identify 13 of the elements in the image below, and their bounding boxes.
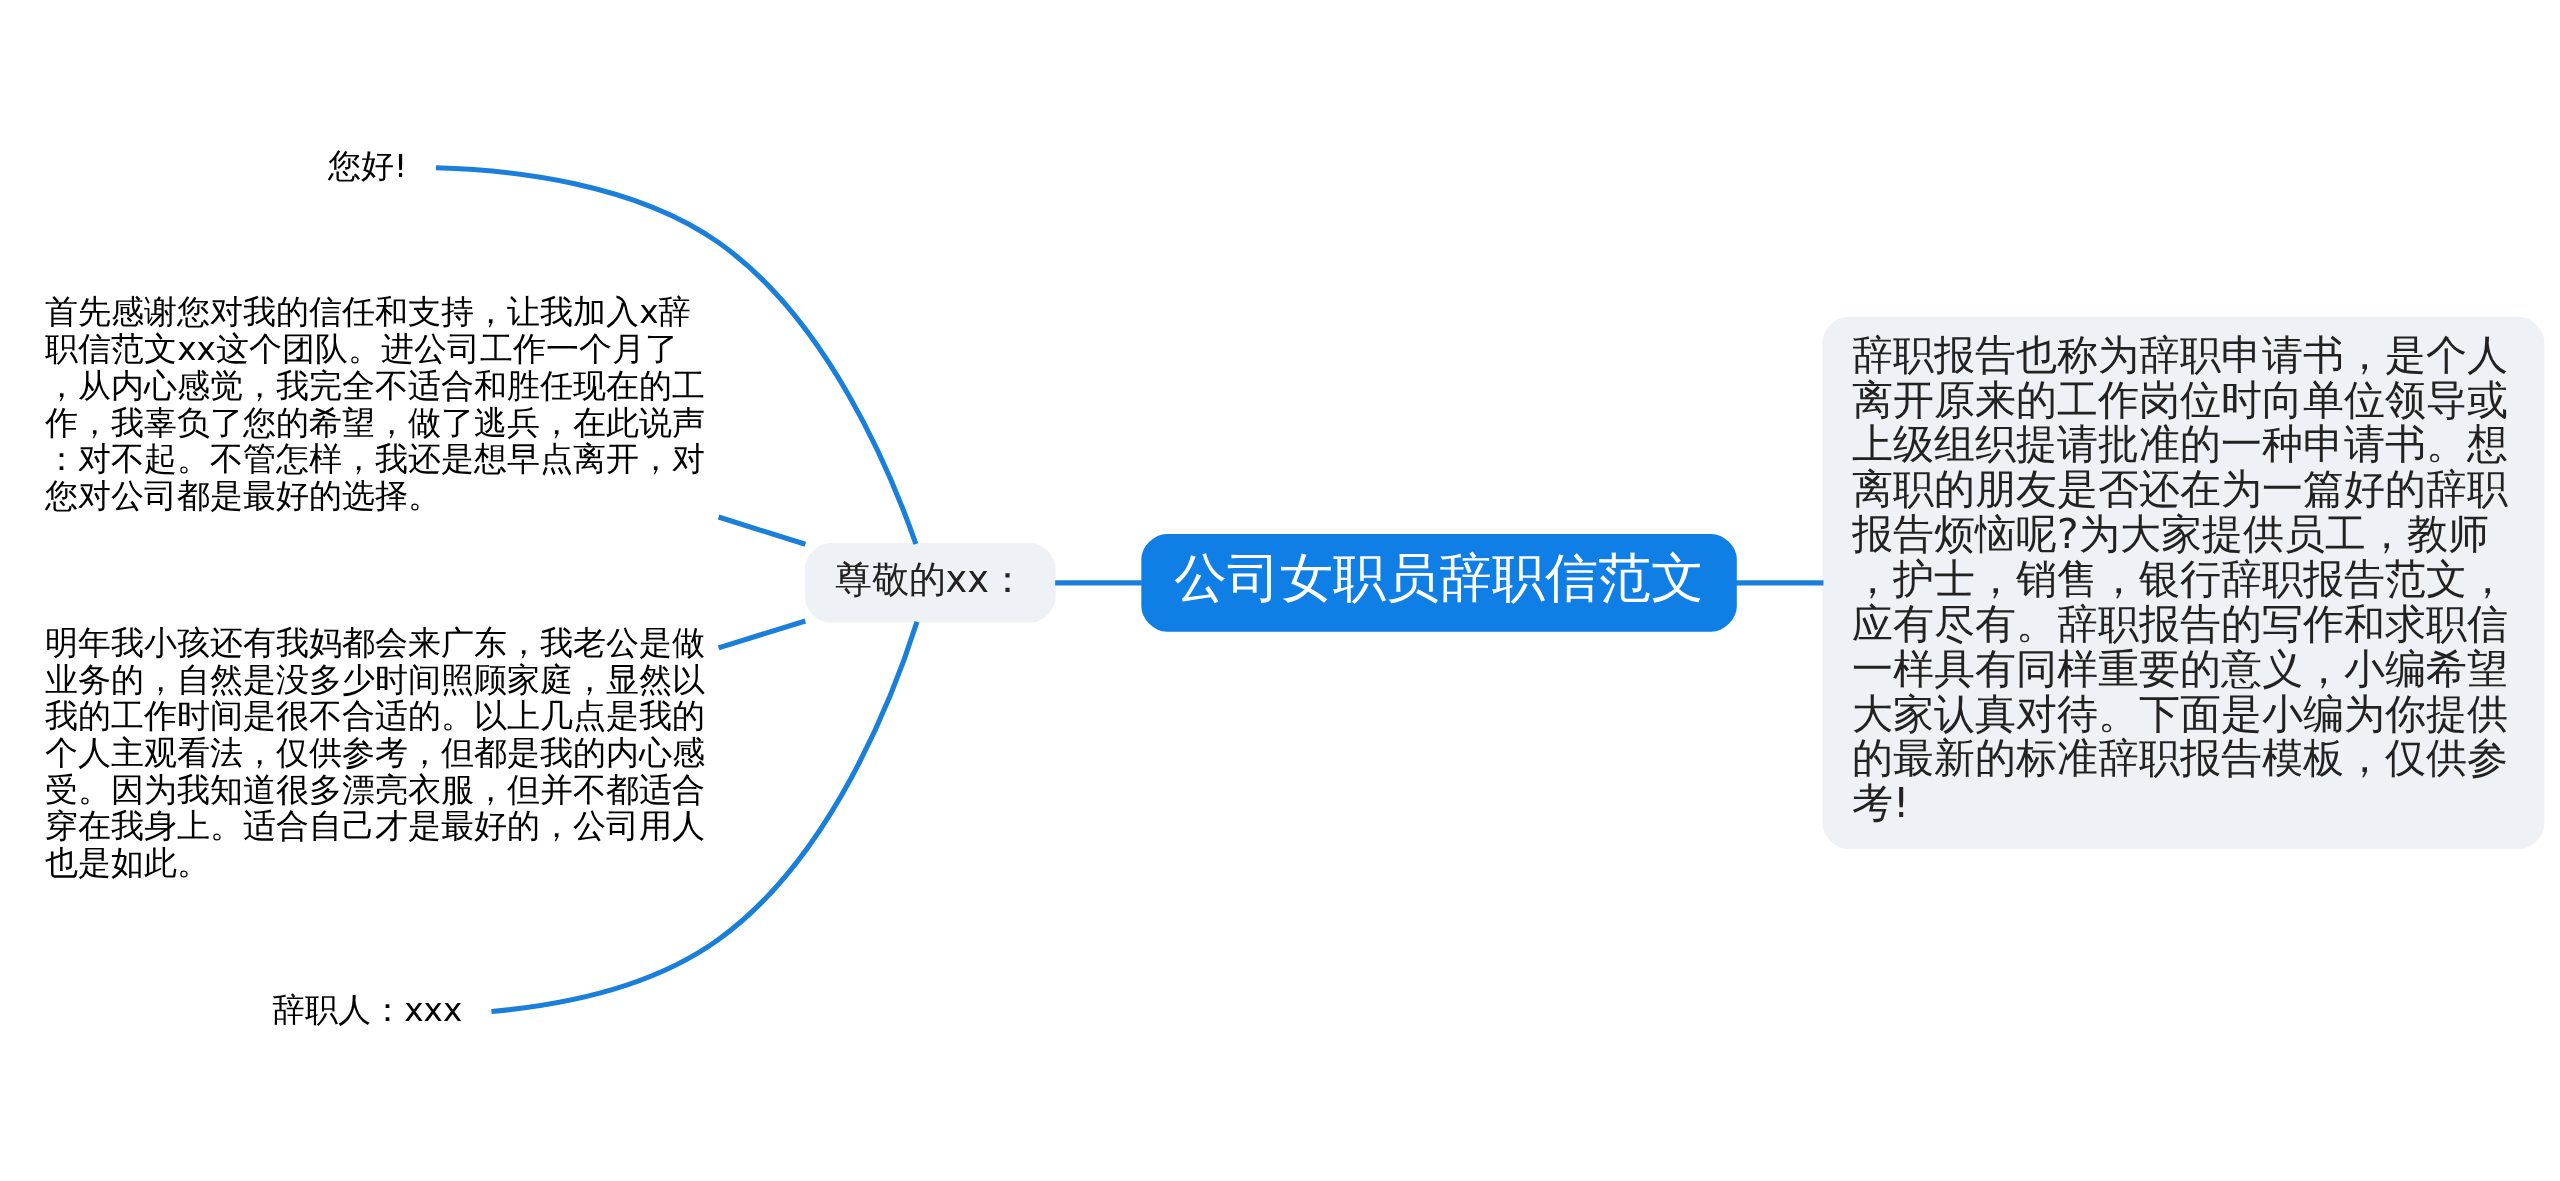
- connector: [435, 164, 919, 545]
- node-box: 尊敬的xx：: [804, 542, 1056, 623]
- node-box: 辞职报告也称为辞职申请书，是个人离开原来的工作岗位时向单位领导或上级组织提请批准的一种申请书。想离职的朋友是否还在为一篇好的辞职报告烦恼呢?为大家提供员工，教师，护士，销售，银行辞职报告范文，应有尽有。辞职报告的写作和求职信一样具有同样重要的意义，小编希望大家认真对待。下面是小编为你提供的最新的标准辞职报告模板，仅供参考!: [1822, 316, 2545, 849]
- connector: [1735, 579, 1824, 585]
- connector: [717, 618, 807, 650]
- node-text: 首先感谢您对我的信任和支持，让我加入x辞职信范文xx这个团队。进公司工作一个月了，从内心感觉，我完全不适合和胜任现在的工作，我辜负了您的希望，做了逃兵，在此说声：对不起。不管怎样，我还是想早点离开，对您对公司都是最好的选择。: [45, 292, 706, 515]
- node-text: 明年我小孩还有我妈都会来广东，我老公是做业务的，自然是没多少时间照顾家庭，显然以我的工作时间是很不合适的。以上几点是我的个人主观看法，仅供参考，但都是我的内心感受。因为我知道很多漂亮衣服，但并不都适合穿在我身上。适合自己才是最好的，公司用人也是如此。: [45, 623, 706, 882]
- node-text: 您好!: [328, 146, 408, 185]
- node-text: 辞职人：xxx: [272, 990, 463, 1029]
- connector: [717, 514, 807, 547]
- connector: [491, 620, 920, 1014]
- connector: [1055, 579, 1142, 585]
- node-box: 公司女职员辞职信范文: [1141, 533, 1737, 632]
